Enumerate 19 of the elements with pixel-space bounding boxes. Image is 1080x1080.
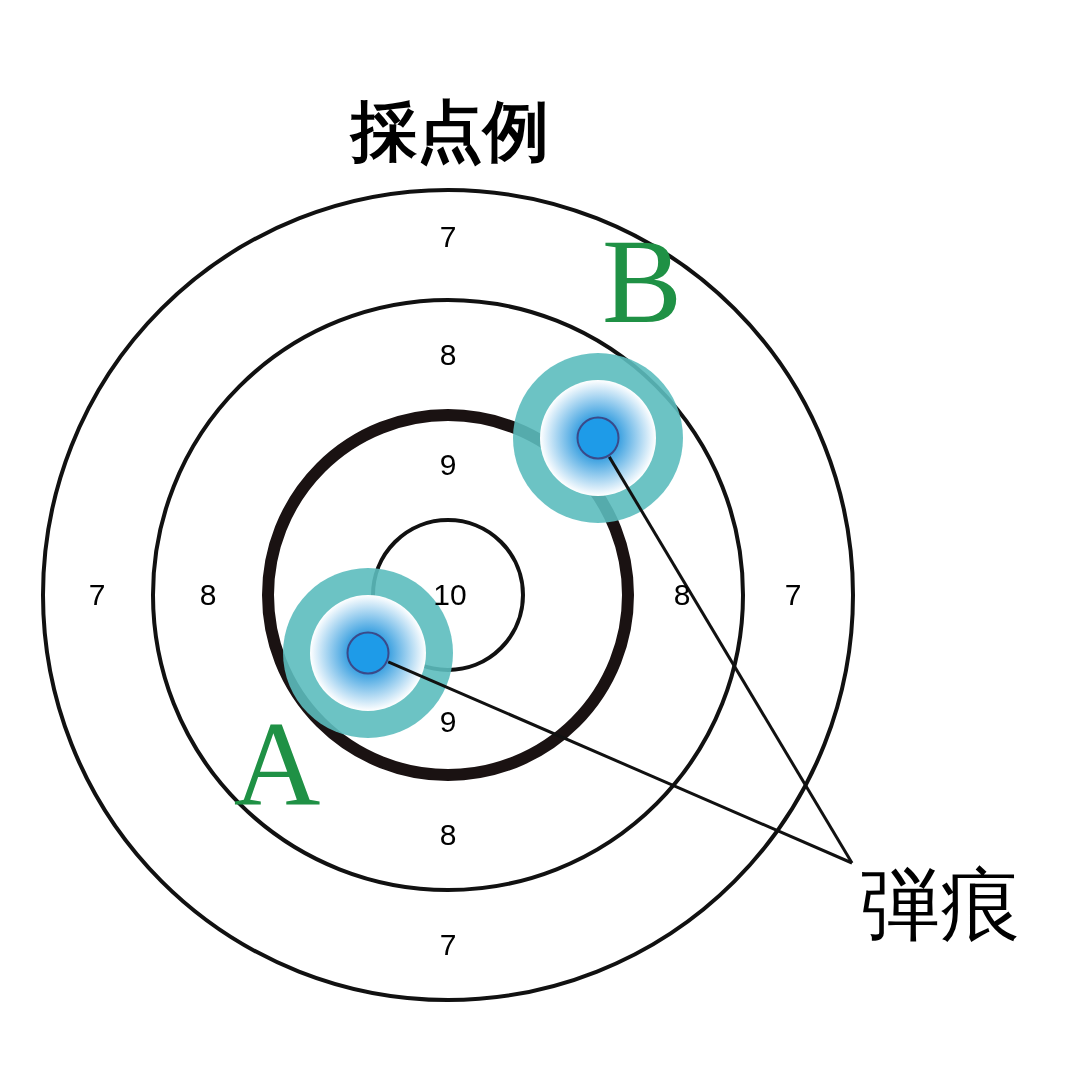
score-number: 7: [439, 930, 457, 960]
score-number: 7: [439, 222, 457, 252]
title: 採点例: [351, 93, 549, 170]
score-number: 8: [199, 580, 217, 610]
leader-line: [608, 456, 854, 864]
score-number: 9: [439, 450, 457, 480]
score-number: 7: [88, 580, 106, 610]
score-number: 8: [673, 580, 691, 610]
score-number: 8: [439, 340, 457, 370]
bullet-hole-icon: [346, 631, 390, 675]
hole-letter: B: [602, 227, 682, 337]
score-number: 8: [439, 820, 457, 850]
leader-line: [387, 660, 853, 865]
hole-letter: A: [233, 710, 321, 820]
score-number: 7: [784, 580, 802, 610]
bullet-hole-icon: [576, 416, 620, 460]
score-number: 10: [433, 580, 467, 610]
score-number: 9: [439, 707, 457, 737]
callout-text: 弾痕: [860, 855, 1060, 955]
